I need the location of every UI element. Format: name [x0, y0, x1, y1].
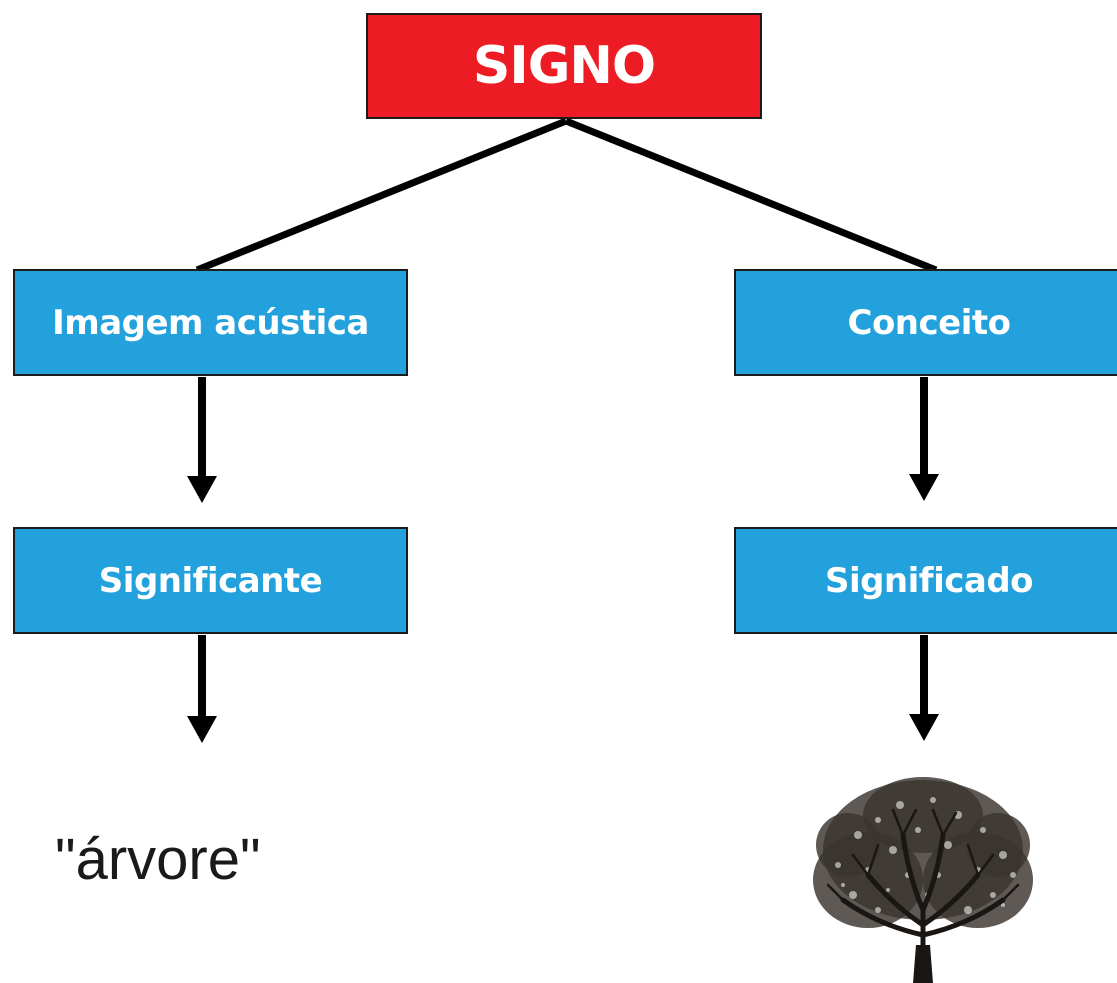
tree-illustration — [813, 777, 1033, 983]
example-word-arvore: "árvore" — [55, 827, 261, 892]
significante-label: Significante — [98, 560, 323, 601]
arrow-significante-to-example — [187, 635, 217, 743]
root-label: SIGNO — [472, 36, 656, 96]
imagem-acustica-label: Imagem acústica — [52, 302, 369, 343]
arrow-significado-to-example — [909, 635, 939, 741]
significante-box: Significante — [13, 527, 408, 634]
arrow-imagem-to-significante — [187, 377, 217, 503]
significado-label: Significado — [824, 560, 1034, 601]
conceito-label: Conceito — [847, 302, 1012, 343]
connector-root-left — [195, 117, 568, 274]
connector-root-right — [564, 117, 938, 274]
imagem-acustica-box: Imagem acústica — [13, 269, 408, 376]
arrow-conceito-to-significado — [909, 377, 939, 501]
root-signo-box: SIGNO — [366, 13, 762, 119]
significado-box: Significado — [734, 527, 1117, 634]
conceito-box: Conceito — [734, 269, 1117, 376]
